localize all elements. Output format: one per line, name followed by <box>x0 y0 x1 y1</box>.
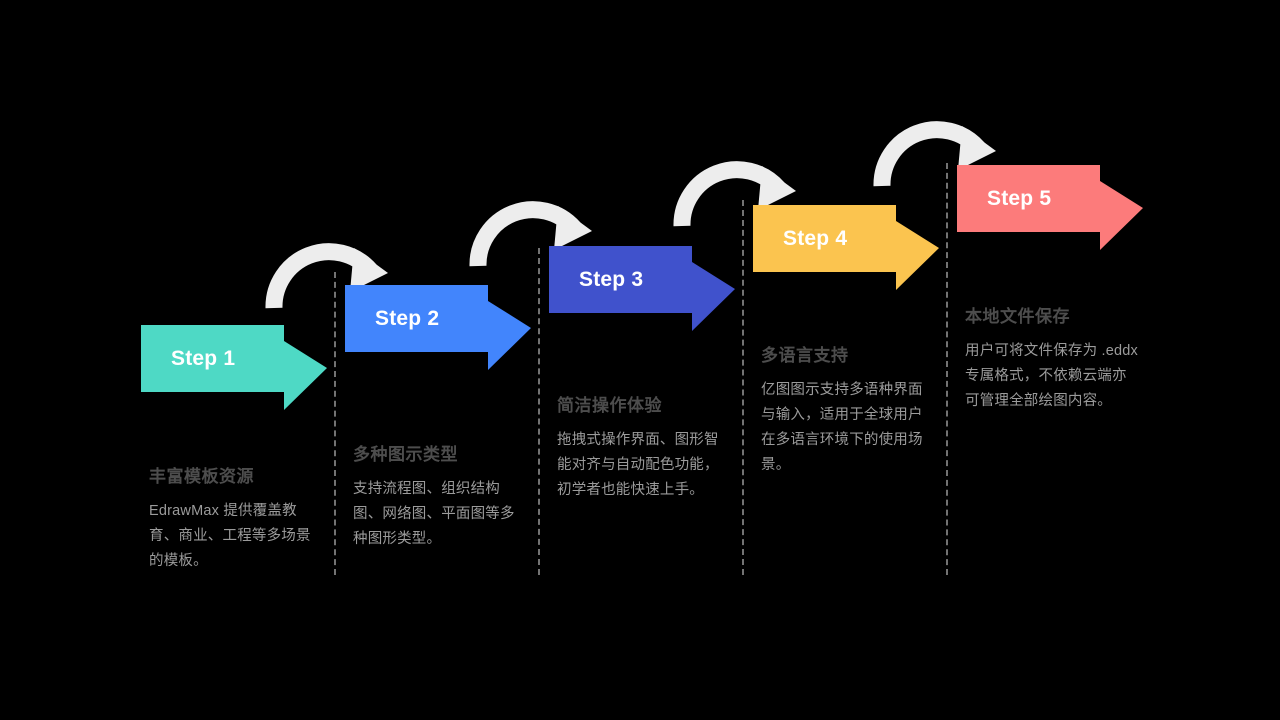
step-1-title: 丰富模板资源 <box>149 467 254 486</box>
step-3-body: 拖拽式操作界面、图形智能对齐与自动配色功能，初学者也能快速上手。 <box>557 432 719 498</box>
step-1-text-block: 丰富模板资源 EdrawMax 提供覆盖教育、商业、工程等多场景的模板。 <box>149 465 324 574</box>
step-2-body: 支持流程图、组织结构图、网络图、平面图等多种图形类型。 <box>353 481 515 547</box>
connector-4-to-5-arrow <box>866 100 1006 190</box>
step-5-title: 本地文件保存 <box>965 307 1070 326</box>
step-arrow-5[interactable] <box>957 165 1143 250</box>
step-3-text-block: 简洁操作体验 拖拽式操作界面、图形智能对齐与自动配色功能，初学者也能快速上手。 <box>557 394 732 503</box>
step-2-arrow-shape <box>345 285 531 370</box>
divider-step4 <box>946 163 948 575</box>
step-2-title: 多种图示类型 <box>353 445 458 464</box>
step-1-arrow-shape <box>141 325 327 410</box>
step-arrow-1[interactable] <box>141 325 327 410</box>
connector-1-to-2-arrow <box>258 222 398 312</box>
divider-step1 <box>334 272 336 575</box>
step-arrow-4[interactable] <box>753 205 939 290</box>
step-4-title: 多语言支持 <box>761 346 849 365</box>
step-arrow-2[interactable] <box>345 285 531 370</box>
step-1-body: EdrawMax 提供覆盖教育、商业、工程等多场景的模板。 <box>149 503 311 569</box>
step-4-arrow-shape <box>753 205 939 290</box>
divider-step3 <box>742 200 744 575</box>
divider-step2 <box>538 248 540 575</box>
step-3-arrow-shape <box>549 246 735 331</box>
step-arrow-3[interactable] <box>549 246 735 331</box>
step-5-arrow-shape <box>957 165 1143 250</box>
connector-3-to-4-arrow <box>666 140 806 230</box>
step-4-text-block: 多语言支持 亿图图示支持多语种界面与输入，适用于全球用户在多语言环境下的使用场景… <box>761 344 936 478</box>
step-4-body: 亿图图示支持多语种界面与输入，适用于全球用户在多语言环境下的使用场景。 <box>761 382 923 473</box>
step-5-text-block: 本地文件保存 用户可将文件保存为 .eddx 专属格式，不依赖云端亦可管理全部绘… <box>965 305 1140 414</box>
connector-2-to-3-arrow <box>462 180 602 270</box>
step-2-text-block: 多种图示类型 支持流程图、组织结构图、网络图、平面图等多种图形类型。 <box>353 443 528 552</box>
step-5-body: 用户可将文件保存为 .eddx 专属格式，不依赖云端亦可管理全部绘图内容。 <box>965 343 1138 409</box>
step-3-title: 简洁操作体验 <box>557 396 662 415</box>
